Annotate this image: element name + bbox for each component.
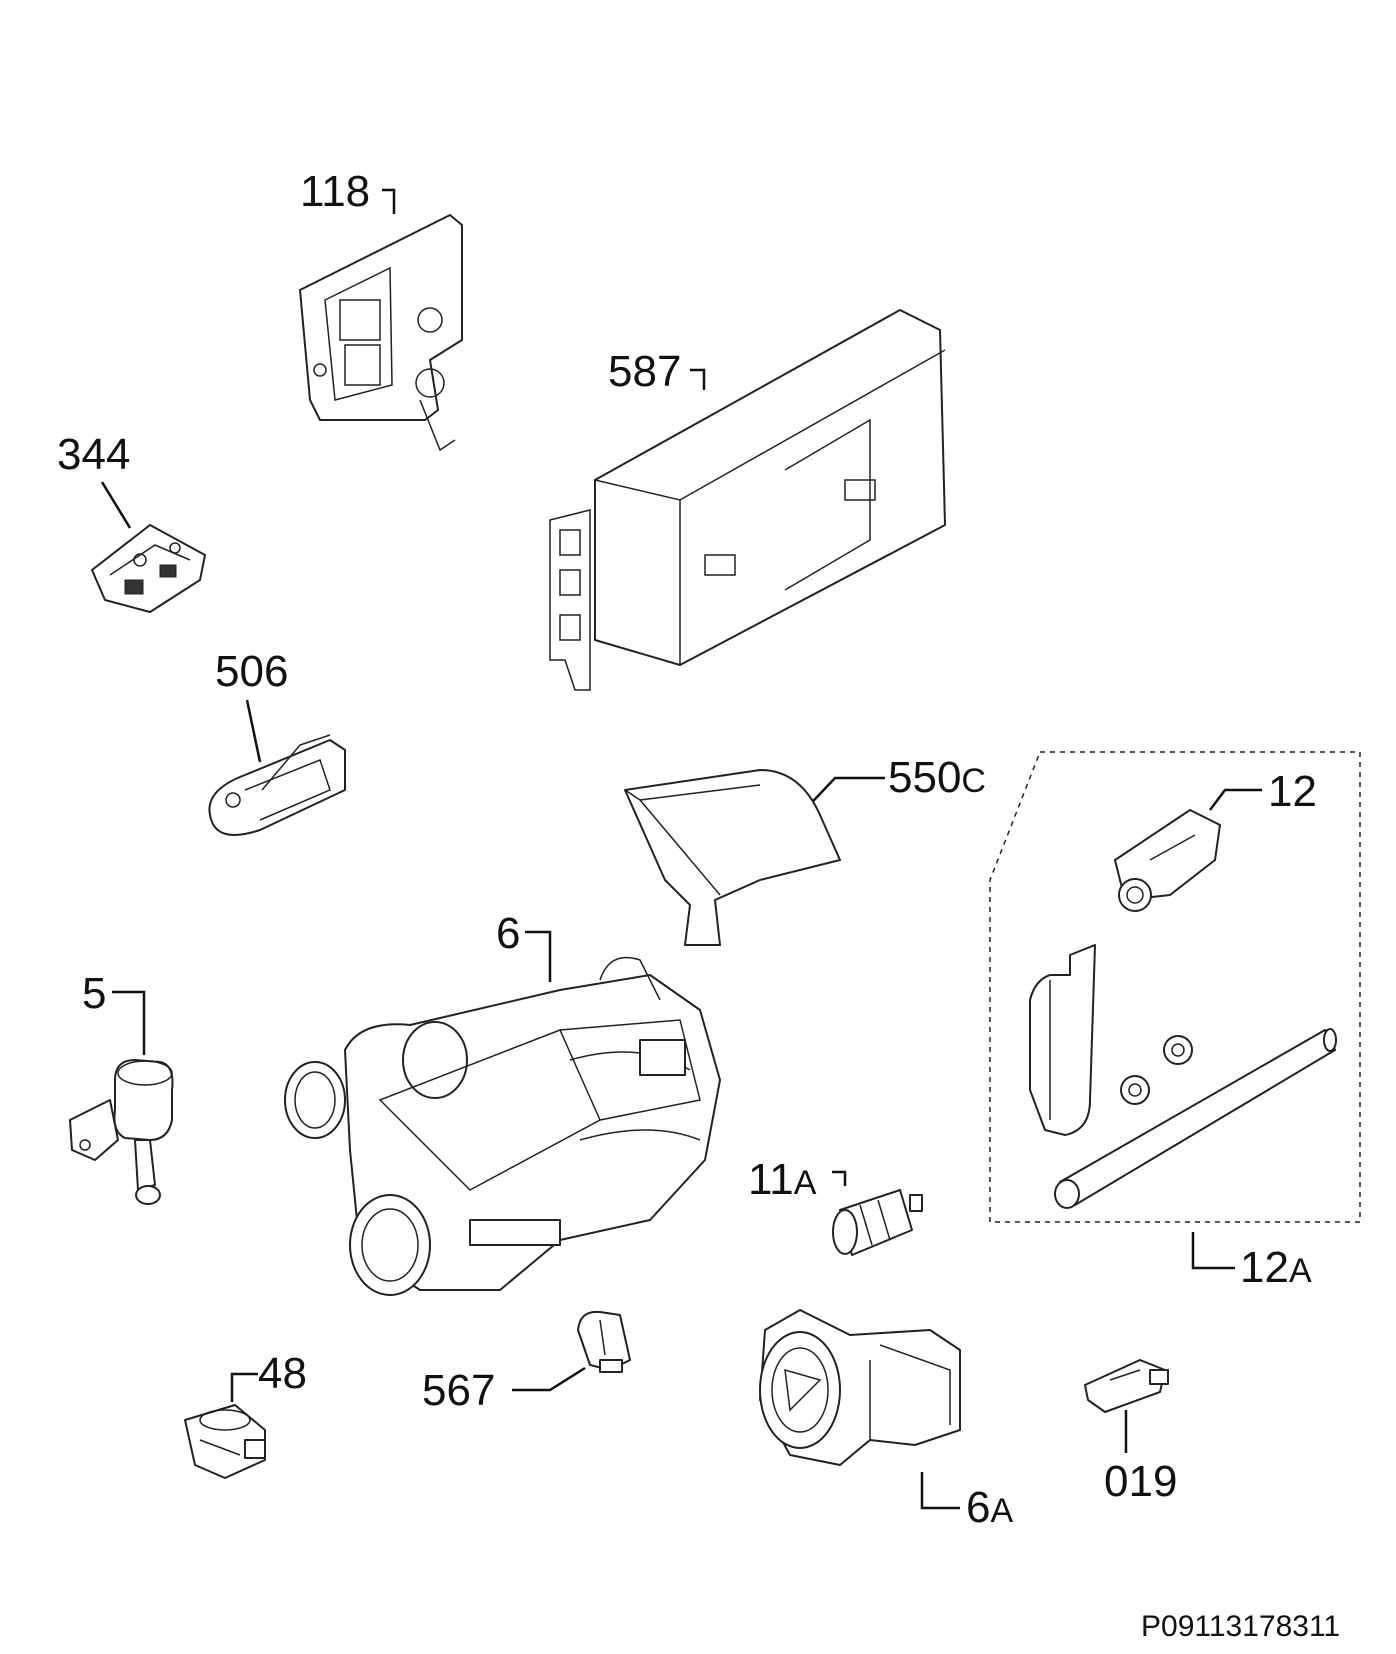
leader-5 xyxy=(112,990,146,1055)
leader-587 xyxy=(690,368,706,390)
leader-48 xyxy=(230,1372,258,1402)
part-5-inlet-valve: 5 xyxy=(69,969,174,1205)
leader-344 xyxy=(100,481,132,529)
leader-11a xyxy=(832,1170,847,1186)
part-587-electronic-module: 587 xyxy=(549,309,946,691)
leader-12a xyxy=(1191,1232,1235,1270)
label-506: 506 xyxy=(215,647,288,696)
label-48: 48 xyxy=(258,1349,307,1398)
label-6a: 6A xyxy=(966,1483,1013,1532)
part-019-connector: 019 xyxy=(1084,1359,1177,1506)
leader-6a xyxy=(920,1472,960,1510)
label-6a-suffix: A xyxy=(990,1492,1013,1530)
label-344: 344 xyxy=(57,430,130,479)
label-550c-number: 550 xyxy=(888,753,961,802)
leader-12 xyxy=(1209,788,1262,811)
label-12a-number: 12 xyxy=(1240,1243,1289,1292)
leader-118 xyxy=(382,188,396,214)
part-506-holder: 506 xyxy=(208,647,346,836)
label-12a-suffix: A xyxy=(1289,1252,1312,1290)
label-6: 6 xyxy=(496,909,520,958)
leader-506 xyxy=(245,699,262,763)
group-boundary-12a xyxy=(989,751,1361,1223)
label-12: 12 xyxy=(1268,767,1317,816)
label-11a: 11A xyxy=(748,1155,817,1204)
part-344-sensor: 344 xyxy=(57,430,206,613)
label-12a: 12A xyxy=(1240,1243,1312,1292)
label-587: 587 xyxy=(608,347,681,396)
label-118: 118 xyxy=(300,167,370,216)
part-118-control-panel-bracket: 118 xyxy=(299,167,463,452)
label-5: 5 xyxy=(82,969,106,1018)
label-550c-suffix: C xyxy=(961,762,986,800)
label-550c: 550C xyxy=(888,753,986,802)
label-019: 019 xyxy=(1104,1457,1177,1506)
part-12-group: 12 12A xyxy=(989,751,1361,1292)
part-550c-flap: 550C xyxy=(624,753,986,946)
leader-567 xyxy=(512,1366,586,1392)
label-6a-number: 6 xyxy=(966,1483,990,1532)
part-6-circulation-pump: 6 xyxy=(284,909,721,1296)
part-567-clip: 567 xyxy=(422,1310,631,1415)
part-48-sensor: 48 xyxy=(184,1349,307,1479)
leader-6 xyxy=(525,930,552,982)
part-11a-component: 11A xyxy=(748,1155,923,1256)
label-567: 567 xyxy=(422,1366,495,1415)
label-11a-suffix: A xyxy=(794,1164,817,1202)
drawing-code: P09113178311 xyxy=(1141,1610,1340,1643)
label-11a-number: 11 xyxy=(748,1155,794,1204)
part-6a-drain-pump: 6A xyxy=(759,1309,1013,1532)
